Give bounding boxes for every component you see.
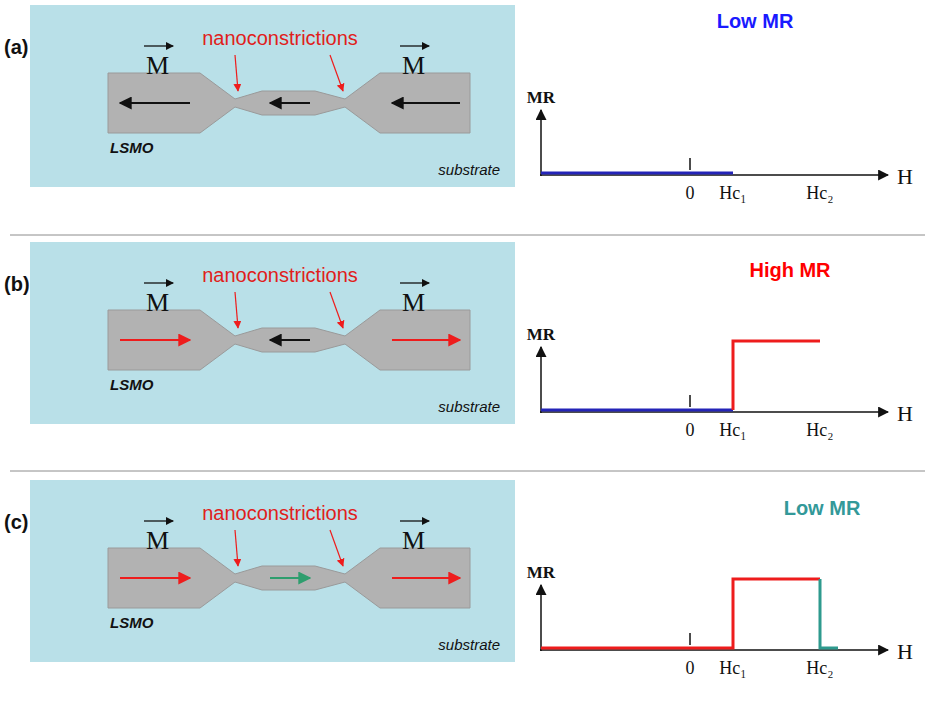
axis-label: H bbox=[897, 401, 913, 427]
leader-arrow bbox=[330, 55, 343, 91]
axis-label: MR bbox=[527, 88, 555, 108]
substrate-label: substrate bbox=[438, 161, 500, 178]
moment-arrow bbox=[120, 102, 190, 104]
magnetization-label: M bbox=[402, 51, 425, 81]
callout-label: nanoconstrictions bbox=[202, 264, 358, 287]
leader-arrow bbox=[235, 530, 238, 566]
vector-arrow bbox=[400, 520, 429, 521]
moment-arrow bbox=[270, 339, 310, 341]
material-label: LSMO bbox=[110, 614, 153, 631]
y-axis bbox=[540, 347, 542, 413]
magnetization-label: M bbox=[402, 526, 425, 556]
moment-arrow bbox=[120, 577, 190, 579]
mr-trace bbox=[541, 579, 820, 648]
axis-label: H bbox=[897, 164, 913, 190]
substrate-panel: MnanoconstrictionsM LSMO substrate bbox=[30, 242, 515, 424]
separator bbox=[10, 471, 925, 472]
mr-graph bbox=[540, 110, 888, 176]
tick-label: Hc₂ bbox=[806, 183, 833, 204]
y-axis bbox=[540, 585, 542, 651]
moment-arrow bbox=[270, 102, 310, 104]
axis-label: H bbox=[897, 639, 913, 665]
vector-arrow bbox=[144, 282, 173, 283]
panel-letter: (a) bbox=[4, 36, 28, 59]
material-label: LSMO bbox=[110, 376, 153, 393]
mr-trace bbox=[541, 172, 733, 175]
magnetization-label: M bbox=[146, 51, 169, 81]
callout-label: nanoconstrictions bbox=[202, 502, 358, 525]
leader-arrow bbox=[330, 530, 343, 566]
axis-label: MR bbox=[527, 563, 555, 583]
separator bbox=[10, 235, 925, 236]
lsmo-strip bbox=[108, 73, 470, 133]
panel-letter: (c) bbox=[4, 511, 28, 534]
panel-title: Low MR bbox=[784, 497, 861, 520]
vector-arrow bbox=[144, 45, 173, 46]
vector-arrow bbox=[144, 520, 173, 521]
leader-arrow bbox=[235, 292, 238, 328]
panel-title: High MR bbox=[749, 259, 830, 282]
zero-tick bbox=[689, 633, 691, 645]
leader-arrow bbox=[330, 292, 343, 328]
tick-label: 0 bbox=[686, 183, 695, 204]
mr-graph bbox=[540, 341, 888, 413]
magnetization-label: M bbox=[146, 288, 169, 318]
panel-title: Low MR bbox=[717, 10, 794, 33]
material-label: LSMO bbox=[110, 139, 153, 156]
lsmo-strip bbox=[108, 310, 470, 370]
zero-tick bbox=[689, 158, 691, 170]
moment-arrow bbox=[270, 577, 310, 579]
moment-arrow bbox=[120, 339, 190, 341]
axis-label: MR bbox=[527, 325, 555, 345]
mr-trace bbox=[820, 579, 838, 648]
mr-trace bbox=[541, 409, 733, 412]
substrate-panel: MnanoconstrictionsM LSMO substrate bbox=[30, 5, 515, 187]
leader-arrow bbox=[235, 55, 238, 91]
tick-label: 0 bbox=[686, 658, 695, 679]
magnetization-label: M bbox=[402, 288, 425, 318]
tick-label: Hc₁ bbox=[719, 183, 746, 204]
tick-label: Hc₂ bbox=[806, 420, 833, 441]
mr-trace bbox=[733, 341, 820, 410]
y-axis bbox=[540, 110, 542, 176]
substrate-label: substrate bbox=[438, 636, 500, 653]
vector-arrow bbox=[400, 45, 429, 46]
tick-label: Hc₁ bbox=[719, 420, 746, 441]
tick-label: Hc₁ bbox=[719, 658, 746, 679]
mr-graph bbox=[540, 579, 888, 651]
tick-label: Hc₂ bbox=[806, 658, 833, 679]
tick-label: 0 bbox=[686, 420, 695, 441]
panel-letter: (b) bbox=[4, 273, 30, 296]
moment-arrow bbox=[392, 102, 460, 104]
substrate-panel: MnanoconstrictionsM LSMO substrate bbox=[30, 480, 515, 662]
moment-arrow bbox=[392, 577, 460, 579]
magnetization-label: M bbox=[146, 526, 169, 556]
zero-tick bbox=[689, 395, 691, 407]
callout-label: nanoconstrictions bbox=[202, 27, 358, 50]
vector-arrow bbox=[400, 282, 429, 283]
lsmo-strip bbox=[108, 548, 470, 608]
moment-arrow bbox=[392, 339, 460, 341]
substrate-label: substrate bbox=[438, 398, 500, 415]
